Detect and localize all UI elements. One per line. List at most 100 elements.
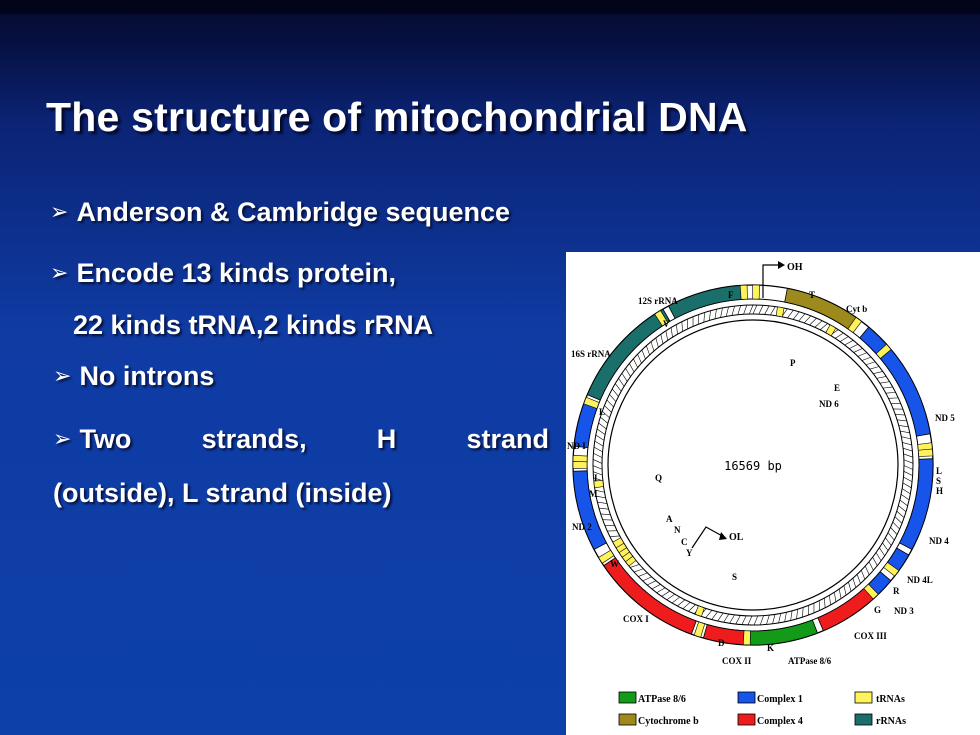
strand-hatch xyxy=(671,596,680,604)
bullet-arrow-icon: ➢ xyxy=(50,199,69,224)
strand-hatch xyxy=(903,465,914,470)
strand-hatch xyxy=(792,311,800,320)
label-12s-rrna: 12S rRNA xyxy=(638,296,678,306)
label-e: E xyxy=(834,383,840,393)
strand-hatch xyxy=(629,363,635,373)
strand-hatch xyxy=(898,425,909,428)
strand-hatch xyxy=(593,453,603,458)
trna-mark xyxy=(742,630,751,646)
label-nd4l: ND 4L xyxy=(907,575,933,585)
label-l-left: L xyxy=(599,407,605,417)
strand-hatch xyxy=(766,615,770,625)
trna-mark xyxy=(918,448,934,457)
bullet-word-1: ➢Two xyxy=(53,424,132,454)
strand-hatch xyxy=(885,537,892,546)
trna-mark xyxy=(693,621,706,638)
strand-hatch xyxy=(814,320,823,328)
strand-hatch xyxy=(802,607,804,618)
label-cox2: COX II xyxy=(722,656,752,666)
strand-hatch xyxy=(790,610,793,621)
bullet-encode-continued: 22 kinds tRNA,2 kinds rRNA xyxy=(73,310,434,340)
gene-segment-cox-i xyxy=(603,557,697,635)
strand-hatch xyxy=(896,510,905,518)
strand-hatch xyxy=(852,578,857,588)
label-k: K xyxy=(767,643,774,653)
strand-hatch xyxy=(612,388,619,397)
strand-hatch xyxy=(714,309,717,319)
bullet-word-2: strands, xyxy=(201,424,307,454)
strand-hatch xyxy=(876,376,887,379)
legend-swatch-trna xyxy=(854,691,873,704)
strand-hatch xyxy=(729,614,735,624)
strand-hatch xyxy=(903,476,913,482)
strand-hatch xyxy=(848,581,852,592)
legend-label-atpase: ATPase 8/6 xyxy=(638,694,686,705)
label-nd3: ND 3 xyxy=(894,606,914,616)
label-g: G xyxy=(874,605,881,615)
origin-l-marker xyxy=(691,526,727,549)
bullet-word-4: strand xyxy=(466,424,549,454)
label-t: T xyxy=(809,290,815,300)
legend-label-rrna: rRNAs xyxy=(876,716,906,727)
trna-mark xyxy=(863,583,879,600)
strand-hatch xyxy=(596,428,606,435)
legend-label-cytochrome: Cytochrome b xyxy=(638,716,699,727)
strand-hatch xyxy=(856,574,861,584)
bullet-anderson: ➢Anderson & Cambridge sequence xyxy=(50,197,510,228)
strand-hatch xyxy=(618,378,625,387)
label-c: C xyxy=(681,537,688,547)
strand-hatch xyxy=(835,332,844,339)
bullet-arrow-icon: ➢ xyxy=(53,363,72,388)
strand-hatch xyxy=(650,341,655,352)
strand-hatch xyxy=(711,611,718,620)
gene-segment-nd-2 xyxy=(572,470,607,551)
trna-mark xyxy=(739,284,748,300)
strand-hatch xyxy=(625,368,631,377)
legend-swatch-complex4 xyxy=(737,713,756,726)
strand-hatch xyxy=(638,572,648,577)
strand-hatch xyxy=(882,542,889,551)
legend-label-complex1: Complex 1 xyxy=(757,694,803,705)
label-y: Y xyxy=(686,548,693,558)
strand-hatch xyxy=(838,588,842,599)
trna-mark-inner xyxy=(694,605,705,617)
strand-hatch xyxy=(901,436,911,440)
strand-hatch xyxy=(868,561,874,571)
strand-hatch xyxy=(593,471,603,476)
strand-hatch xyxy=(809,317,817,326)
strand-hatch xyxy=(772,614,776,624)
bullet-text: No introns xyxy=(79,361,215,391)
strand-hatch xyxy=(720,307,723,318)
strand-hatch xyxy=(764,305,770,315)
strand-hatch xyxy=(703,312,705,323)
strand-hatch xyxy=(834,592,837,602)
strand-hatch xyxy=(676,324,678,335)
strand-hatch xyxy=(778,613,782,624)
strand-hatch xyxy=(894,516,903,524)
strand-hatch xyxy=(735,615,741,625)
strand-hatch xyxy=(677,599,686,607)
strand-hatch xyxy=(633,358,638,368)
strand-hatch xyxy=(731,305,735,316)
strand-hatch xyxy=(890,527,898,535)
strand-hatch xyxy=(901,488,911,495)
strand-hatch xyxy=(633,568,644,573)
bullet-arrow-icon: ➢ xyxy=(53,426,72,451)
label-16s-rrna: 16S rRNA xyxy=(571,349,611,359)
strand-hatch xyxy=(843,585,847,596)
label-atpase: ATPase 8/6 xyxy=(788,656,832,666)
bullet-text: Encode 13 kinds protein, xyxy=(76,258,397,288)
trna-mark xyxy=(883,561,900,577)
strand-hatch xyxy=(598,507,609,510)
legend-label-complex4: Complex 4 xyxy=(757,716,803,727)
strand-hatch xyxy=(656,587,666,594)
label-l-right: L xyxy=(936,466,942,476)
strand-hatch xyxy=(595,434,605,441)
inner-circle xyxy=(607,319,899,611)
strand-hatch xyxy=(899,499,908,507)
label-cox3: COX III xyxy=(854,631,887,641)
strand-hatch xyxy=(615,383,622,392)
strand-hatch xyxy=(758,305,764,315)
strand-hatch xyxy=(902,442,912,446)
legend-swatch-rrna xyxy=(854,713,873,726)
